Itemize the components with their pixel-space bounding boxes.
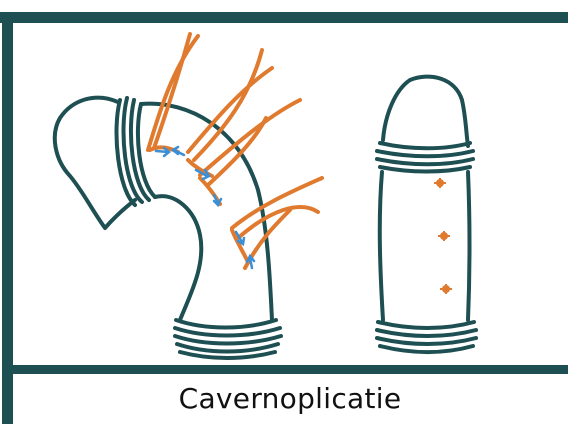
caption: Cavernoplicatie — [178, 381, 402, 415]
suture-threads — [146, 32, 324, 270]
straight-organ — [375, 74, 478, 354]
suture-markers — [434, 178, 452, 294]
frame-left-bar — [2, 12, 13, 424]
frame-top-bar — [0, 12, 568, 23]
tension-arrows — [154, 145, 256, 270]
curved-organ — [52, 95, 283, 360]
frame-divider-bar — [2, 365, 568, 374]
